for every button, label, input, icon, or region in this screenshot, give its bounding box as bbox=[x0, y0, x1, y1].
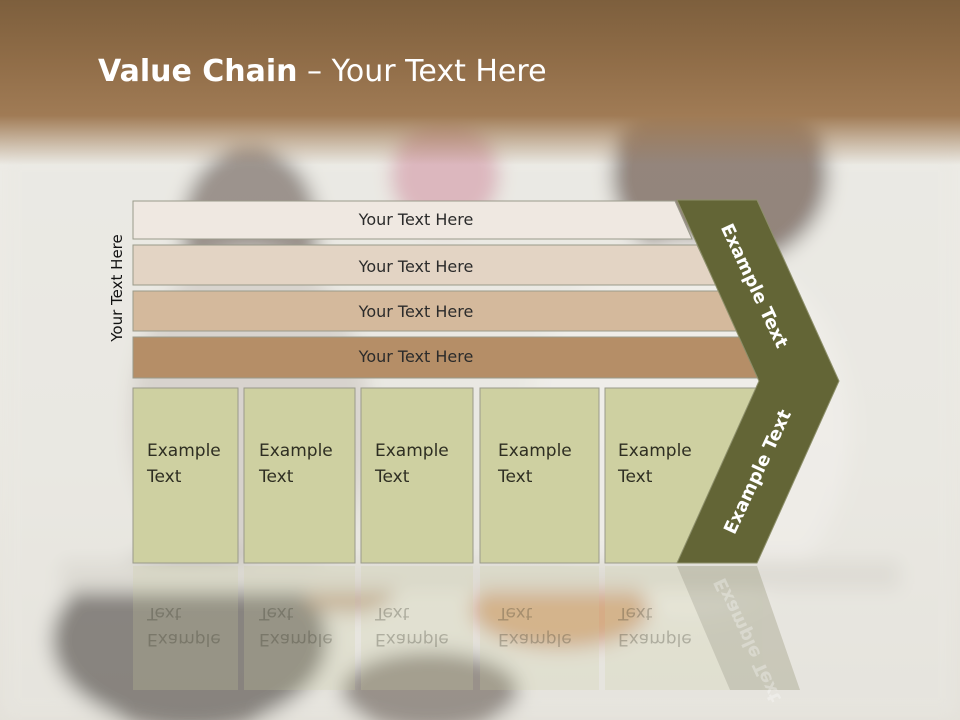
bar-4: Your Text Here bbox=[132, 336, 764, 379]
box-1-line2: Text bbox=[147, 467, 182, 487]
box-2-line1: Example bbox=[259, 441, 333, 461]
box-1-reflection-line1: Example bbox=[147, 629, 221, 649]
bar-2-label: Your Text Here bbox=[358, 257, 474, 276]
box-2-reflection-line1: Example bbox=[259, 629, 333, 649]
box-1-shape bbox=[132, 387, 239, 564]
title-bold: Value Chain bbox=[98, 54, 298, 89]
box-4-text: Example Text bbox=[498, 438, 572, 490]
slide-title: Value Chain – Your Text Here bbox=[98, 54, 547, 89]
box-4-line2: Text bbox=[498, 467, 533, 487]
box-3-text: Example Text bbox=[375, 438, 449, 490]
box-1-reflection-line2: Text bbox=[147, 603, 182, 623]
box-3-shape bbox=[360, 387, 474, 564]
bar-1-shape bbox=[132, 200, 693, 240]
box-4-shape bbox=[479, 387, 600, 564]
box-3-reflection: Example Text bbox=[375, 600, 449, 690]
box-5-line1: Example bbox=[618, 441, 692, 461]
bar-1-label: Your Text Here bbox=[358, 210, 474, 229]
chevron-shape bbox=[676, 199, 840, 564]
bar-3: Your Text Here bbox=[132, 290, 740, 332]
bar-2: Your Text Here bbox=[132, 244, 717, 286]
box-3-line2: Text bbox=[375, 467, 410, 487]
box-5-reflection: Example Text bbox=[618, 600, 692, 690]
bar-1: Your Text Here bbox=[132, 200, 693, 240]
box-2-text: Example Text bbox=[259, 438, 333, 490]
box-5-reflection-line2: Text bbox=[618, 603, 653, 623]
box-3-line1: Example bbox=[375, 441, 449, 461]
box-1-reflection: Example Text bbox=[147, 600, 221, 690]
box-4-line1: Example bbox=[498, 441, 572, 461]
box-1-line1: Example bbox=[147, 441, 221, 461]
bar-3-label: Your Text Here bbox=[358, 302, 474, 321]
box-5-line2: Text bbox=[618, 467, 653, 487]
box-1-text: Example Text bbox=[147, 438, 221, 490]
box-3-reflection-line2: Text bbox=[375, 603, 410, 623]
bar-4-label: Your Text Here bbox=[358, 347, 474, 366]
box-4-reflection-line1: Example bbox=[498, 629, 572, 649]
box-4-reflection: Example Text bbox=[498, 600, 572, 690]
box-2-line2: Text bbox=[259, 467, 294, 487]
reflection bbox=[133, 566, 800, 690]
title-band bbox=[0, 0, 960, 165]
box-3-reflection-line1: Example bbox=[375, 629, 449, 649]
box-5-reflection-line1: Example bbox=[618, 629, 692, 649]
box-2-shape bbox=[243, 387, 356, 564]
box-5-text: Example Text bbox=[618, 438, 692, 490]
title-rest: – Your Text Here bbox=[297, 54, 547, 89]
box-4-reflection-line2: Text bbox=[498, 603, 533, 623]
box-2-reflection-line2: Text bbox=[259, 603, 294, 623]
box-2-reflection: Example Text bbox=[259, 600, 333, 690]
